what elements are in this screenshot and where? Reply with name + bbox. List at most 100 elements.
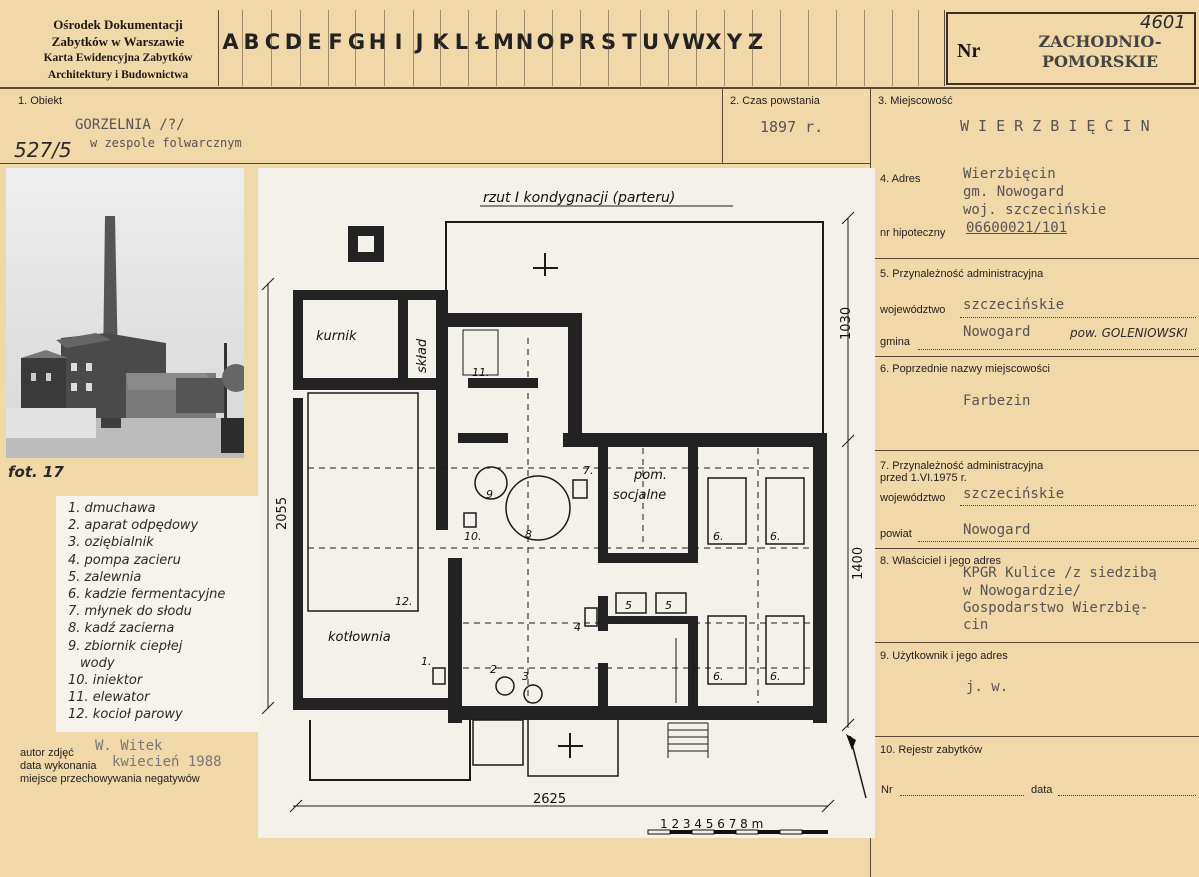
czas-label: 2. Czas powstania [730,95,820,107]
plan-number: 8 [525,528,532,541]
wlasciciel-line-3: Gospodarstwo Wierzbię- [963,600,1149,616]
plan-number: 5 [625,599,632,612]
letter: O [536,30,555,54]
plan-number: 6. [770,530,781,543]
photo-author-label: autor zdjęć [20,747,74,759]
przynaleznosc-label: 5. Przynależność administracyjna [880,268,1044,280]
handwritten-card-number: 4601 [1140,12,1186,33]
letter: E [307,30,322,54]
legend-item: 10. iniektor [68,673,143,689]
hipoteczny-label: nr hipoteczny [880,227,946,239]
letter: X [705,30,722,54]
room-pom-line-2: socjalne [613,488,666,503]
legend-item: 12. kocioł parowy [68,707,183,723]
legend-item: wody [80,655,115,671]
rejestr-label: 10. Rejestr zabytków [880,744,983,756]
gmina-handwritten-note: pow. GOLENIOWSKI [1070,326,1188,340]
photo-date-label: data wykonania [20,760,97,772]
letter: V [663,30,680,54]
floor-plan: rzut I kondygnacji (parteru) [258,168,875,838]
letter: F [328,30,343,54]
adres-line-1: Wierzbięcin [963,166,1056,182]
plan-number: 6. [770,670,781,683]
letter: W [682,30,706,54]
letter: M [493,30,514,54]
floor-plan-drawing: rzut I kondygnacji (parteru) [261,190,867,835]
miejscowosc-value: W I E R Z B I Ę C I N [960,117,1150,135]
rejestr-nr-label: Nr [881,784,893,796]
poprzednie-nazwy-value: Farbezin [963,393,1031,409]
wlasciciel-line-2: w Nowogardzie/ [963,583,1082,599]
dimension-top: 1030 [839,307,854,340]
plan-number: 7. [583,464,594,477]
institution-line-4: Architektury i Budownictwa [47,69,189,81]
wlasciciel-line-4: cin [963,617,989,633]
obiekt-value-line-1: GORZELNIA /?/ [75,117,185,133]
letter: Z [747,30,764,54]
legend-item: 6. kadzie fermentacyjne [68,587,226,603]
obiekt-value-line-2: w zespole folwarcznym [90,136,242,150]
dimension-bottom: 2625 [533,792,566,807]
plan-number: 9 [486,488,493,501]
gmina-label: gmina [880,336,910,348]
letter: C [264,30,281,54]
legend-item: 9. zbiornik ciepłej [68,638,183,654]
gmina-value: Nowogard [963,324,1031,340]
distillery-photo-image [6,168,244,458]
plan-number: 4 [574,621,581,634]
letter: H [368,30,387,54]
nr-label: Nr [957,40,981,62]
wojewodztwo-1975-value: szczecińskie [963,486,1065,502]
region-line-1: ZACHODNIO- [1038,32,1162,51]
letter: J [415,30,424,54]
plan-number: 2 [490,663,497,676]
obiekt-label: 1. Obiekt [18,95,63,107]
letter: U [641,30,660,54]
building-photo [6,168,244,458]
letter: D [284,30,303,54]
wojewodztwo-value: szczecińskie [963,297,1065,313]
czas-value: 1897 r. [760,118,824,136]
legend-item: 2. aparat odpędowy [68,518,199,534]
plan-number: 1. [421,655,432,668]
photo-negatives-label: miejsce przechowywania negatywów [20,773,200,785]
dimension-right: 1400 [851,547,866,580]
plan-number: 10. [464,530,482,543]
institution-line-3: Karta Ewidencyjna Zabytków [43,52,193,64]
legend-item: 5. zalewnia [68,569,142,585]
institution-line-1: Ośrodek Dokumentacji [53,17,183,32]
plan-number: 6. [713,530,724,543]
scale-label: 1 2 3 4 5 6 7 8 m [660,817,763,831]
poprzednie-nazwy-label: 6. Poprzednie nazwy miejscowości [880,363,1050,375]
wojewodztwo-1975-label: województwo [880,492,946,504]
region-line-2: POMORSKIE [1041,52,1159,71]
legend-item: 3. oziębialnik [68,535,154,551]
dimension-left: 2055 [275,497,290,530]
institution-header: Ośrodek Dokumentacji Zabytków w Warszawi… [18,16,218,84]
powiat-value: Nowogard [963,522,1031,538]
obiekt-handwritten-number: 527/5 [14,138,72,162]
letter: B [243,30,260,54]
letter: G [347,30,366,54]
region-stamp: ZACHODNIO- POMORSKIE [1020,32,1180,72]
legend-item: 1. dmuchawa [68,501,156,516]
letter: Ł [475,30,490,54]
plan-title: rzut I kondygnacji (parteru) [483,190,675,206]
wlasciciel-line-1: KPGR Kulice /z siedzibą [963,565,1157,581]
rejestr-data-label: data [1031,784,1053,796]
adres-line-3: woj. szczecińskie [963,202,1107,218]
legend-item: 7. młynek do słodu [68,604,192,620]
letter: R [579,30,596,54]
room-pom-line-1: pom. [633,468,667,483]
plan-number: 3 [522,670,529,683]
plan-number: 6. [713,670,724,683]
wlasciciel-label: 8. Właściciel i jego adres [880,555,1002,567]
adres-label: 4. Adres [880,173,921,185]
letter: L [454,30,469,54]
room-sklad: skład [415,338,430,373]
plan-number: 11. [472,366,490,379]
registry-number-box [946,12,1196,85]
letter: T [622,30,637,54]
przynaleznosc-1975-label-1: 7. Przynależność administracyjna [880,460,1044,472]
photo-date-value: kwiecień 1988 [112,754,222,770]
